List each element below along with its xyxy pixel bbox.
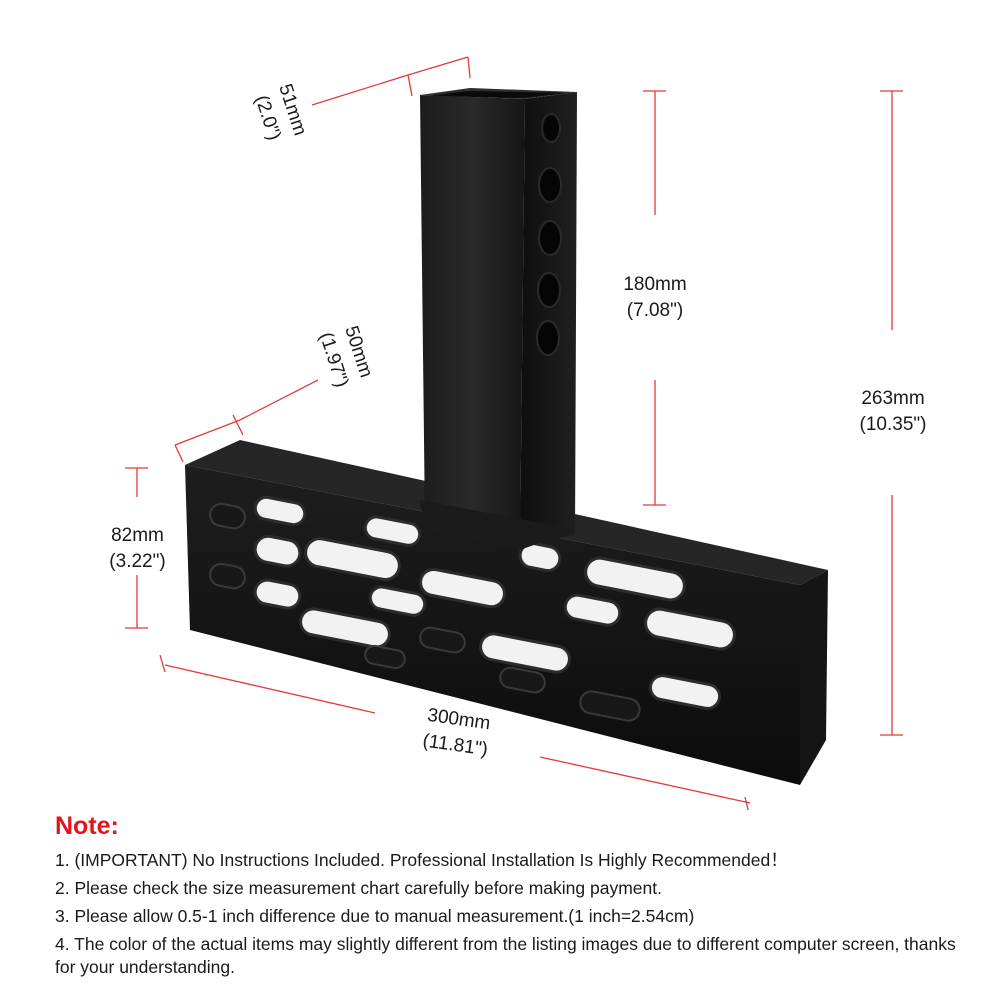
note-item-1: 1. (IMPORTANT) No Instructions Included.…: [55, 850, 788, 870]
total-height-label: 263mm (10.35"): [838, 386, 948, 438]
step-height-inch: (3.22"): [109, 551, 166, 572]
note-title: Note:: [55, 812, 119, 840]
step-height-label: 82mm (3.22"): [90, 523, 185, 575]
hitch-step-illustration: [125, 56, 903, 819]
note-item-4: 4. The color of the actual items may sli…: [55, 934, 956, 977]
notes-section: Note: 1. (IMPORTANT) No Instructions Inc…: [55, 812, 975, 984]
total-height-inch: (10.35"): [859, 414, 927, 435]
note-item-2: 2. Please check the size measurement cha…: [55, 878, 662, 898]
step-height-mm: 82mm: [111, 525, 164, 546]
step-platform: [185, 440, 828, 785]
total-height-mm: 263mm: [861, 388, 925, 409]
receiver-tube: [420, 88, 577, 550]
dimension-lines: [125, 56, 903, 819]
tube-height-label: 180mm (7.08"): [605, 272, 705, 324]
product-dimension-diagram: 51mm (2.0") 180mm (7.08") 263mm (10.35")…: [90, 56, 948, 819]
note-item-3: 3. Please allow 0.5-1 inch difference du…: [55, 906, 695, 926]
tube-height-mm: 180mm: [623, 274, 687, 295]
tube-height-inch: (7.08"): [626, 300, 684, 321]
